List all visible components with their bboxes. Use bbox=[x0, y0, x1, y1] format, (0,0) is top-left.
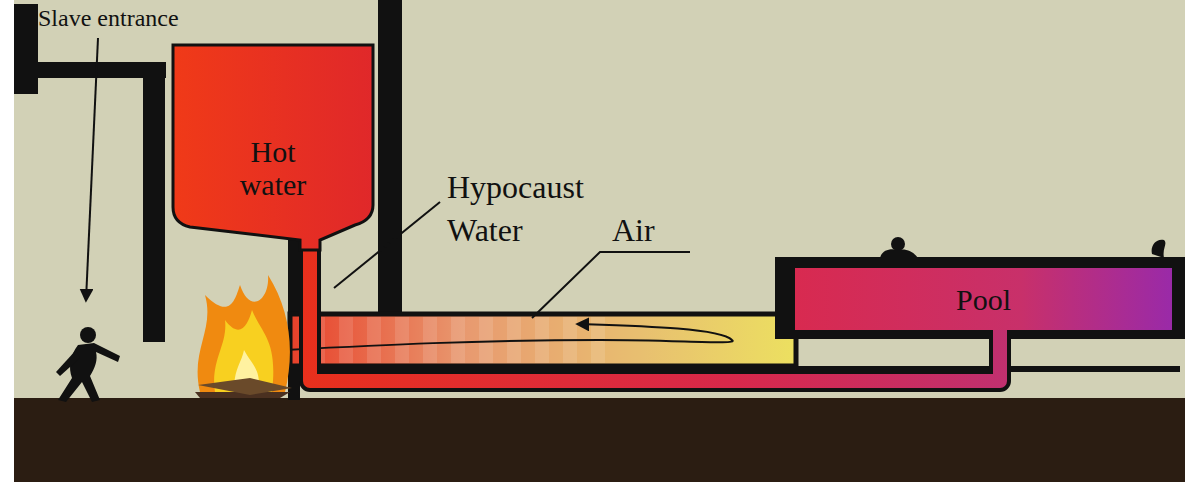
entrance-label: Slave entrance bbox=[38, 5, 179, 31]
pool-box: Pool bbox=[795, 268, 1172, 330]
node-text: Pool bbox=[956, 283, 1011, 316]
leader-line bbox=[86, 38, 98, 300]
leader-line bbox=[532, 252, 690, 318]
pool-platform bbox=[775, 257, 1185, 339]
bathers bbox=[880, 237, 1165, 258]
wall bbox=[14, 4, 38, 94]
part-label: Hypocaust bbox=[447, 170, 584, 205]
frame-edge bbox=[0, 0, 14, 482]
background bbox=[14, 0, 1185, 400]
fire bbox=[195, 275, 292, 398]
part-label: Air bbox=[612, 213, 655, 248]
node-text: Hot water bbox=[217, 135, 329, 201]
air-flow bbox=[285, 324, 733, 350]
wall bbox=[143, 62, 165, 342]
tank-shape bbox=[173, 45, 373, 250]
part-label: Water bbox=[447, 213, 523, 248]
wall bbox=[378, 0, 402, 314]
ground bbox=[14, 398, 1185, 482]
hot-water-tank: Hot water bbox=[165, 45, 381, 250]
slave-figure bbox=[56, 327, 120, 402]
